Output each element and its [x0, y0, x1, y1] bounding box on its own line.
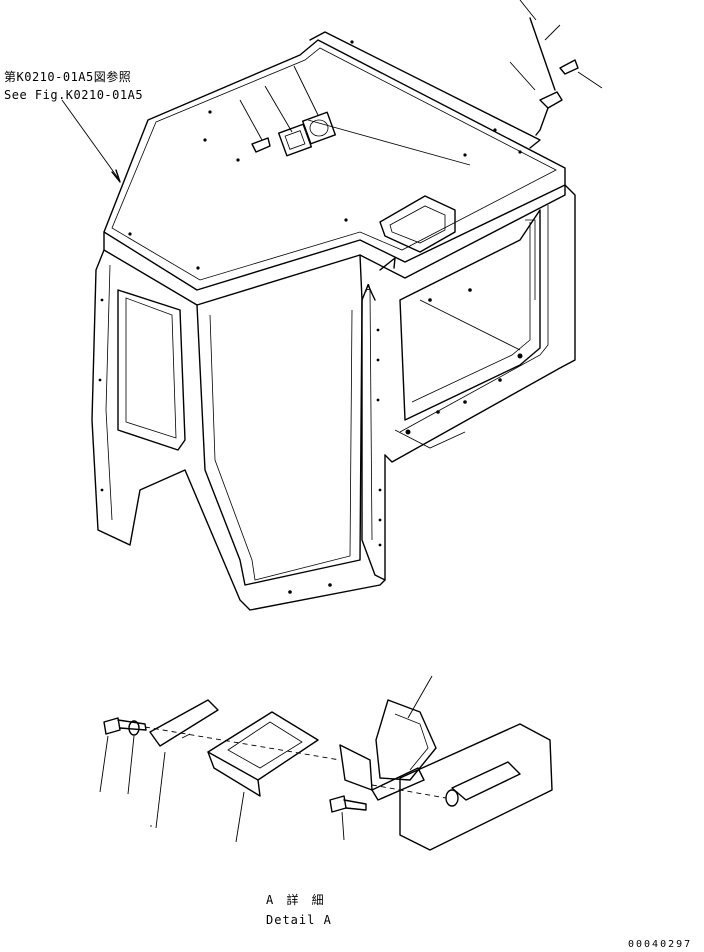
rivets — [98, 40, 523, 594]
drawing-number: 00040297 — [628, 939, 693, 950]
detail-title-english: Detail A — [266, 913, 332, 927]
antenna — [509, 0, 603, 136]
detail-a-parts — [99, 675, 553, 851]
cab-frame — [91, 31, 576, 611]
reference-arrowhead — [111, 169, 121, 183]
reference-english-label: See Fig.K0210-01A5 — [4, 88, 144, 102]
roof-vent-parts — [239, 65, 471, 166]
reference-japanese-label: 第K0210-01A5図参照 — [4, 70, 132, 84]
view-marker-label: A — [365, 282, 373, 295]
reference-leader — [61, 99, 119, 179]
detail-title-japanese: A 詳 細 — [266, 893, 327, 907]
